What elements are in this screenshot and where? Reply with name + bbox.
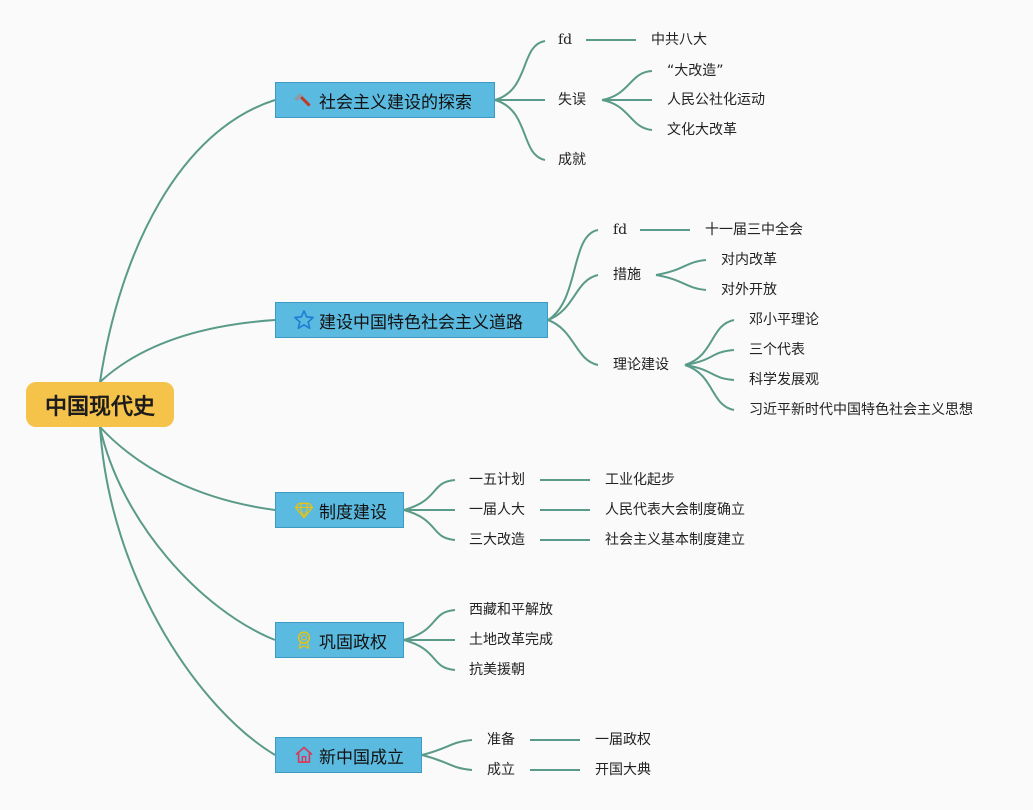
- connector-b1-c2-l2: [684, 364, 735, 381]
- topic-socialist-construction-exploration[interactable]: 社会主义建设的探索: [275, 82, 495, 118]
- leaf-item[interactable]: 社会主义基本制度建立: [605, 532, 745, 548]
- leaf-item[interactable]: 抗美援朝: [469, 662, 525, 678]
- leaf-item[interactable]: 工业化起步: [605, 472, 675, 488]
- topic-label: 制度建设: [319, 502, 387, 523]
- star-icon: [292, 308, 316, 332]
- subtopic-measures[interactable]: 措施: [613, 267, 641, 283]
- topic-institution-building[interactable]: 制度建设: [275, 492, 404, 528]
- leaf-item[interactable]: 中共八大: [651, 32, 707, 48]
- connector-b0-c1-l0: [601, 70, 653, 101]
- hammer-icon: [292, 88, 316, 112]
- subtopic-three-transformations[interactable]: 三大改造: [469, 532, 525, 548]
- leaf-item[interactable]: 人民代表大会制度确立: [605, 502, 745, 518]
- connector-b1-c2-l0: [684, 319, 735, 366]
- topic-label: 新中国成立: [319, 747, 404, 768]
- connector-b1-c1-l1: [655, 274, 707, 291]
- house-icon: [292, 743, 316, 767]
- leaf-item[interactable]: “大改造”: [667, 63, 724, 79]
- topic-label: 建设中国特色社会主义道路: [319, 312, 523, 333]
- leaf-item[interactable]: 人民公社化运动: [667, 92, 765, 108]
- diamond-icon: [292, 498, 316, 522]
- leaf-item[interactable]: 对内改革: [721, 252, 777, 268]
- topic-founding-of-prc[interactable]: 新中国成立: [275, 737, 422, 773]
- subtopic-mistakes[interactable]: 失误: [558, 92, 586, 108]
- connector-b4-c1: [421, 754, 473, 771]
- topic-chinese-socialism-road[interactable]: 建设中国特色社会主义道路: [275, 302, 548, 338]
- leaf-item[interactable]: 十一届三中全会: [705, 222, 803, 238]
- leaf-item[interactable]: 文化大改革: [667, 122, 737, 138]
- subtopic-fd[interactable]: fd: [558, 32, 573, 48]
- connector-b0-c1-l2: [601, 99, 653, 131]
- leaf-item[interactable]: 对外开放: [721, 282, 777, 298]
- leaf-item[interactable]: 西藏和平解放: [469, 602, 553, 618]
- subtopic-first-npc[interactable]: 一届人大: [469, 502, 525, 518]
- connector-root-b4: [99, 426, 276, 756]
- award-badge-icon: [292, 628, 316, 652]
- connector-root-b2: [99, 426, 276, 511]
- leaf-item[interactable]: 习近平新时代中国特色社会主义思想: [749, 402, 973, 418]
- connector-b1-c2-l3: [684, 364, 735, 411]
- leaf-item[interactable]: 科学发展观: [749, 372, 819, 388]
- subtopic-achievements[interactable]: 成就: [558, 152, 586, 168]
- connector-b4-c0: [421, 739, 473, 756]
- topic-consolidate-power[interactable]: 巩固政权: [275, 622, 404, 658]
- subtopic-fd[interactable]: fd: [613, 222, 628, 238]
- topic-label: 巩固政权: [319, 632, 387, 653]
- subtopic-five-year-plan[interactable]: 一五计划: [469, 472, 525, 488]
- connector-root-b1: [99, 319, 276, 383]
- subtopic-theory-building[interactable]: 理论建设: [613, 357, 669, 373]
- connector-b1-c0: [547, 229, 599, 321]
- connector-b3-c2: [403, 639, 456, 671]
- leaf-item[interactable]: 开国大典: [595, 762, 651, 778]
- connector-b1-c2-l1: [684, 349, 735, 366]
- leaf-item[interactable]: 一届政权: [595, 732, 651, 748]
- connector-b1-c1: [547, 274, 599, 321]
- connector-b1-c1-l0: [655, 259, 707, 276]
- leaf-item[interactable]: 三个代表: [749, 342, 805, 358]
- connector-b3-c0: [403, 609, 456, 641]
- subtopic-founding[interactable]: 成立: [487, 762, 515, 778]
- connector-b2-c2: [403, 509, 456, 541]
- connector-b1-c2: [547, 319, 599, 366]
- leaf-item[interactable]: 土地改革完成: [469, 632, 553, 648]
- connector-root-b3: [99, 426, 276, 641]
- connector-root-b0: [99, 99, 276, 383]
- connector-b0-c2: [494, 99, 546, 161]
- root-topic[interactable]: 中国现代史: [26, 382, 174, 427]
- topic-label: 社会主义建设的探索: [319, 92, 472, 113]
- connector-b0-c0: [494, 40, 546, 101]
- connector-b2-c0: [403, 479, 456, 511]
- subtopic-preparation[interactable]: 准备: [487, 732, 515, 748]
- leaf-item[interactable]: 邓小平理论: [749, 312, 819, 328]
